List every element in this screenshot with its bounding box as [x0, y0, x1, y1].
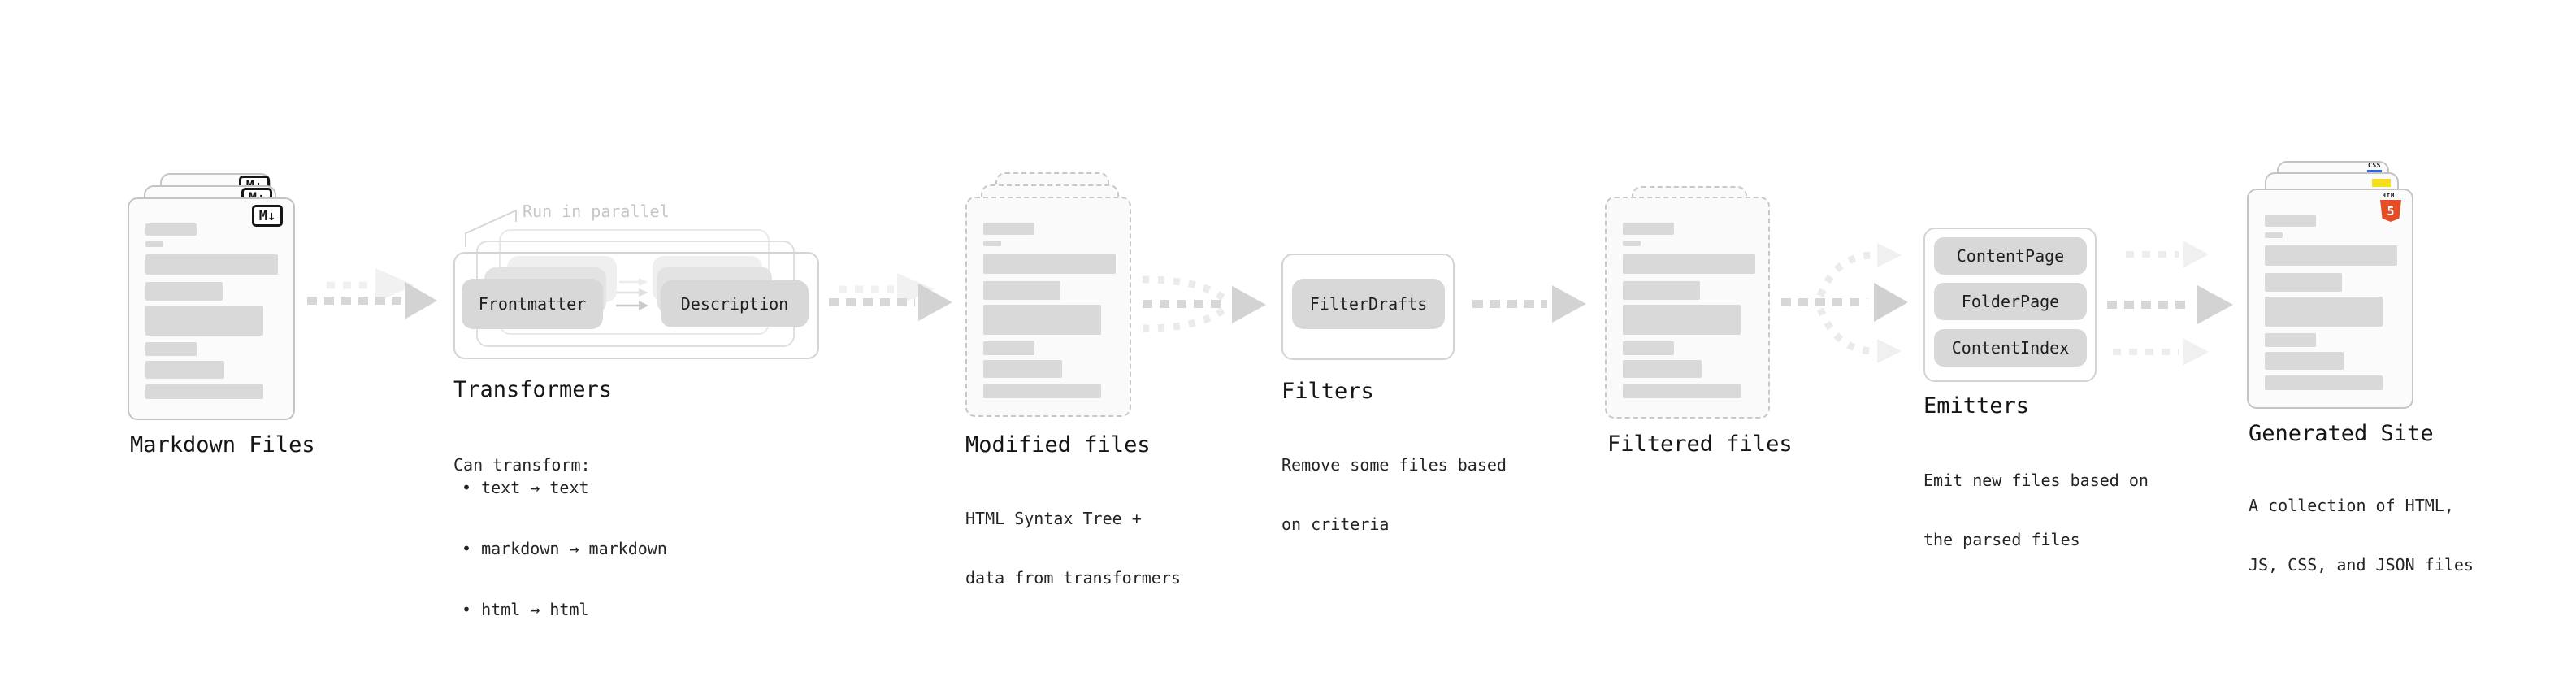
- doc-line-bar: [983, 281, 1060, 300]
- transformers-desc-title: Can transform:: [453, 416, 591, 514]
- doc-line-bar: [983, 241, 1001, 246]
- transformers-bullet: • text → text: [462, 478, 589, 497]
- description-pill: Description: [661, 280, 809, 327]
- doc-line-bar: [1623, 254, 1755, 274]
- doc-line-bar: [145, 254, 278, 275]
- transformers-desc-line: Can transform:: [453, 455, 591, 475]
- markdown-files-label: Markdown Files: [130, 432, 315, 458]
- transformers-bullet: • markdown → markdown: [462, 539, 667, 558]
- css-icon-underline: [2367, 170, 2382, 172]
- filters-desc-line: on criteria: [1281, 514, 1390, 534]
- css-icon-label: CSS: [2368, 162, 2381, 169]
- html5-icon-shield: 5: [2380, 200, 2401, 222]
- transformers-container: [453, 252, 819, 359]
- modified-files-label: Modified files: [965, 432, 1151, 458]
- doc-line-bar: [983, 254, 1116, 274]
- arrow-markdown-to-transformers: [307, 268, 437, 319]
- parallel-note: Run in parallel: [523, 202, 670, 221]
- doc-line-bar: [2265, 232, 2283, 238]
- doc-line-bar: [2265, 333, 2316, 347]
- filtered-file-card: [1605, 197, 1770, 419]
- doc-line-bar: [983, 223, 1034, 235]
- doc-line-bar: [145, 241, 163, 247]
- filters-desc: Remove some files based on criteria: [1281, 416, 1507, 574]
- doc-content-skeleton: [983, 223, 1116, 398]
- doc-line-bar: [983, 305, 1101, 335]
- filters-container: [1281, 254, 1455, 360]
- doc-line-bar: [145, 361, 224, 379]
- javascript-icon: [2372, 179, 2391, 187]
- site-file-card: [2247, 189, 2413, 409]
- markdown-icon: M↓: [252, 205, 283, 227]
- doc-line-bar: [2265, 245, 2397, 266]
- arrow-modified-to-filters: [1142, 275, 1266, 332]
- emitters-desc-line: Emit new files based on: [1923, 471, 2149, 490]
- contentindex-pill: ContentIndex: [1934, 329, 2087, 367]
- arrow-emitters-to-site: [2107, 241, 2233, 366]
- doc-line-bar: [145, 223, 197, 236]
- arrow-filters-to-filtered: [1472, 285, 1586, 323]
- doc-line-bar: [145, 342, 197, 356]
- generated-site-desc-line: JS, CSS, and JSON files: [2249, 555, 2474, 575]
- emitters-desc-line: the parsed files: [1923, 530, 2080, 549]
- doc-line-bar: [2265, 273, 2342, 292]
- filters-label: Filters: [1281, 379, 1374, 404]
- doc-line-bar: [145, 306, 263, 336]
- css-icon: CSS: [2366, 162, 2383, 172]
- transformers-bullet: • html → html: [462, 600, 589, 619]
- doc-line-bar: [2265, 215, 2316, 227]
- folderpage-pill: FolderPage: [1934, 283, 2087, 320]
- doc-line-bar: [1623, 241, 1641, 246]
- modified-files-desc-line: HTML Syntax Tree +: [965, 509, 1142, 528]
- transformers-label: Transformers: [453, 377, 613, 402]
- doc-line-bar: [983, 360, 1062, 378]
- generated-site-label: Generated Site: [2249, 421, 2434, 446]
- emitters-container: [1923, 228, 2097, 382]
- doc-content-skeleton: [2265, 215, 2397, 390]
- doc-line-bar: [1623, 281, 1700, 300]
- contentpage-pill: ContentPage: [1934, 237, 2087, 275]
- doc-line-bar: [145, 384, 263, 399]
- generated-site-desc-line: A collection of HTML,: [2249, 496, 2454, 515]
- html5-icon: HTML 5: [2380, 193, 2401, 222]
- markdown-file-card: [128, 197, 295, 420]
- doc-line-bar: [1623, 341, 1674, 355]
- transformer-parallel-arrows: [616, 278, 648, 310]
- filterdrafts-pill: FilterDrafts: [1292, 279, 1445, 329]
- frontmatter-pill: Frontmatter: [462, 279, 603, 329]
- transformers-bullet-list: • text → text • markdown → markdown • ht…: [462, 438, 667, 660]
- html5-icon-label: HTML: [2382, 193, 2400, 199]
- html5-icon-number: 5: [2387, 203, 2395, 219]
- doc-line-bar: [1623, 384, 1741, 398]
- doc-line-bar: [1623, 223, 1674, 235]
- doc-line-bar: [2265, 375, 2383, 390]
- emitters-desc: Emit new files based on the parsed files: [1923, 432, 2149, 589]
- doc-line-bar: [1623, 360, 1702, 378]
- doc-content-skeleton: [145, 223, 278, 399]
- doc-line-bar: [983, 384, 1101, 398]
- emitters-label: Emitters: [1923, 393, 2030, 419]
- doc-line-bar: [2265, 297, 2383, 327]
- modified-files-desc-line: data from transformers: [965, 568, 1181, 588]
- arrow-filtered-to-emitters: [1781, 243, 1908, 363]
- filters-desc-line: Remove some files based: [1281, 455, 1507, 475]
- doc-line-bar: [145, 282, 223, 301]
- markdown-icon-glyph: M↓: [258, 207, 276, 224]
- doc-line-bar: [1623, 305, 1741, 335]
- filtered-files-label: Filtered files: [1607, 432, 1793, 457]
- doc-content-skeleton: [1623, 223, 1755, 398]
- parallel-note-leader-line: [465, 210, 517, 247]
- generated-site-desc: A collection of HTML, JS, CSS, and JSON …: [2249, 457, 2474, 614]
- doc-line-bar: [983, 341, 1034, 355]
- modified-files-desc: HTML Syntax Tree + data from transformer…: [965, 470, 1181, 627]
- doc-line-bar: [2265, 352, 2344, 370]
- modified-file-card: [965, 197, 1131, 417]
- arrow-transformers-to-modified: [829, 273, 952, 321]
